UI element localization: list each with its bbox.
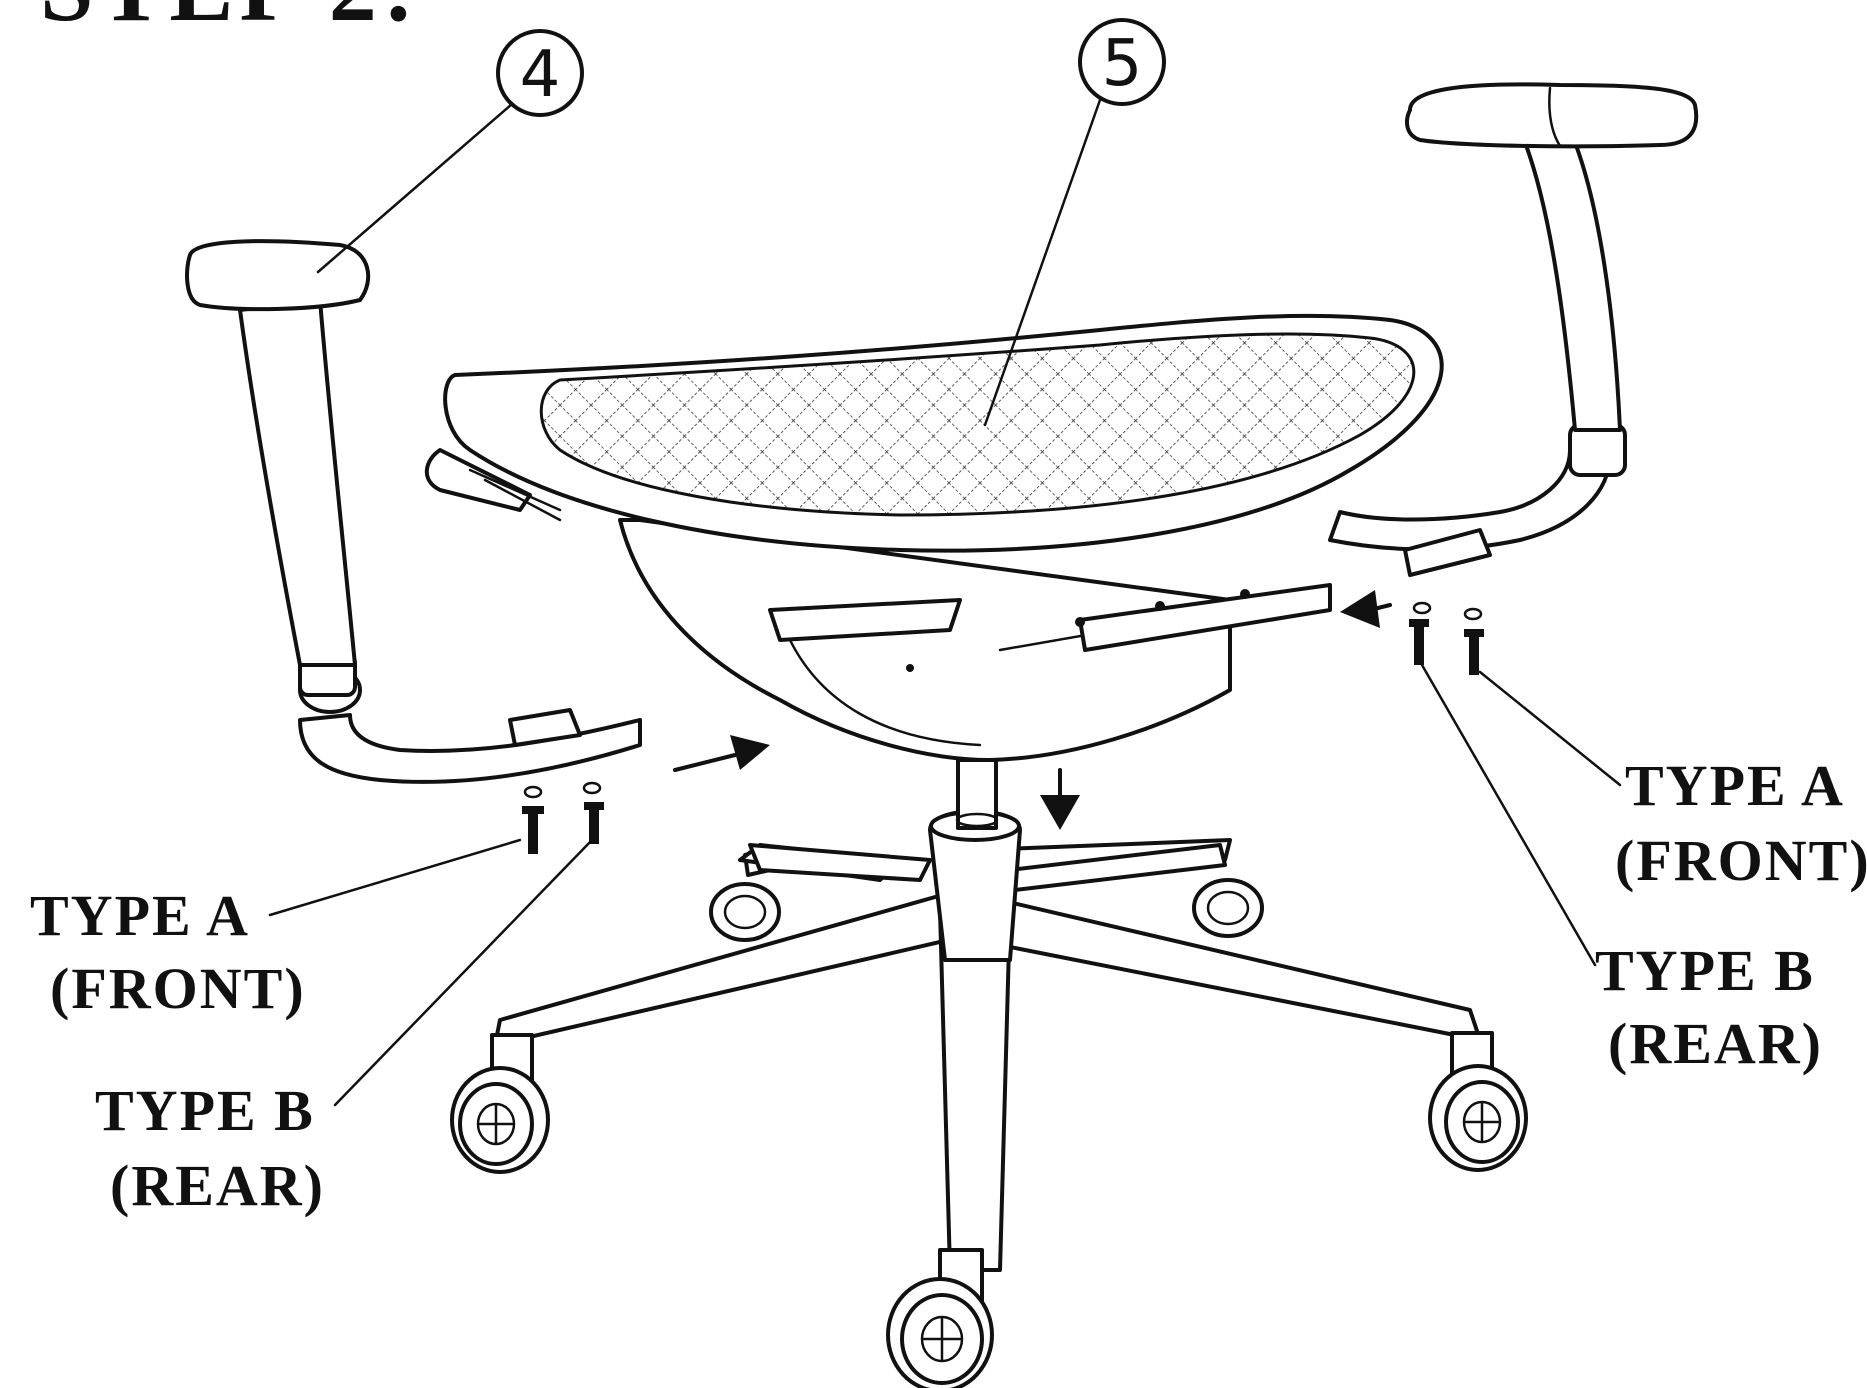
direction-arrow-icon bbox=[673, 590, 1392, 830]
label-left-rear-position: (REAR) bbox=[110, 1153, 325, 1218]
step-title: STEP 2: bbox=[40, 0, 421, 41]
label-right-front-position: (FRONT) bbox=[1615, 828, 1867, 893]
leader-right-rear bbox=[1420, 663, 1597, 967]
armrest-left-icon bbox=[185, 239, 642, 784]
label-right-rear-type: TYPE B bbox=[1595, 938, 1815, 1003]
mesh-seat-icon bbox=[443, 313, 1444, 553]
callout-armrest: 4 bbox=[316, 29, 584, 274]
callout-seat: 5 bbox=[983, 18, 1166, 427]
part-number-4: 4 bbox=[520, 38, 561, 112]
caster-wheel-icon bbox=[450, 878, 1528, 1388]
armrest-right-icon bbox=[1328, 82, 1699, 577]
label-left-rear-type: TYPE B bbox=[95, 1078, 315, 1143]
screw-icon bbox=[522, 619, 1484, 854]
label-left-front-type: TYPE A bbox=[30, 883, 250, 948]
leader-left-front bbox=[268, 838, 522, 917]
leader-right-front bbox=[1478, 670, 1622, 787]
part-number-5: 5 bbox=[1102, 27, 1143, 101]
five-star-base-icon bbox=[493, 758, 1482, 1272]
label-right-front-type: TYPE A bbox=[1625, 753, 1845, 818]
washer-icon bbox=[523, 601, 1483, 799]
seat-mechanism bbox=[424, 448, 1332, 762]
label-left-front-position: (FRONT) bbox=[50, 956, 306, 1021]
label-right-rear-position: (REAR) bbox=[1608, 1011, 1823, 1076]
leader-left-rear bbox=[333, 838, 594, 1107]
